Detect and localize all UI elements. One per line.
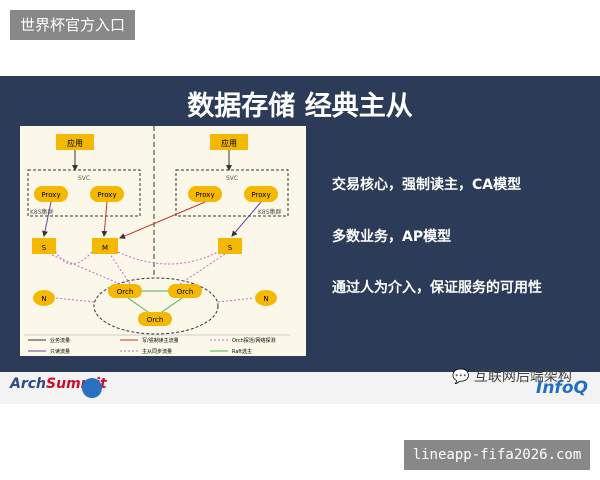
legend-item: 只读流量: [50, 348, 70, 355]
orch-cluster: [93, 277, 219, 335]
node-n-label: N: [41, 295, 46, 303]
top-badge[interactable]: 世界杯官方入口: [10, 10, 136, 40]
k8s-label-right: K8S集群: [258, 208, 282, 216]
proxy-label: Proxy: [195, 191, 214, 199]
proxy-right-1: [188, 186, 222, 202]
point-3: 通过人为介入，保证服务的可用性: [332, 280, 542, 296]
master-db: [92, 238, 118, 254]
app-box-right: [210, 134, 248, 150]
k8s-cluster-right: [175, 169, 289, 217]
architecture-diagram: 应用 SVC Proxy Proxy K8S集群 应用 SVC Proxy Pr…: [20, 126, 306, 356]
proxy-right-2: [244, 186, 278, 202]
slave-db-right: [218, 238, 242, 254]
proxy-label: Proxy: [251, 191, 270, 199]
partner-logo-icon: [82, 378, 102, 398]
architecture-svg: 应用 SVC Proxy Proxy K8S集群 应用 SVC Proxy Pr…: [24, 126, 290, 355]
slave-db-left: [32, 238, 56, 254]
bottom-badge[interactable]: lineapp-fifa2026.com: [404, 440, 590, 470]
slide-title: 数据存储 经典主从: [187, 91, 413, 122]
node-n-label: N: [263, 295, 268, 303]
svc-label-right: SVC: [226, 175, 238, 182]
wechat-icon: 💬: [452, 369, 470, 385]
k8s-cluster-left: [27, 169, 141, 217]
legend-item: Orch探活/网络探测: [232, 337, 276, 344]
proxy-left-1: [34, 186, 68, 202]
app-box-left: [56, 134, 94, 150]
proxy-label: Proxy: [97, 191, 116, 199]
legend-item: Raft选主: [232, 348, 252, 355]
master-label: M: [102, 244, 108, 252]
infoq-logo: InfoQ: [536, 378, 588, 398]
legend-item: 主从同步流量: [142, 348, 172, 355]
orch-node-1: [108, 284, 142, 298]
orch-node-2: [168, 284, 202, 298]
app-label-right: 应用: [221, 138, 237, 148]
app-label-left: 应用: [67, 138, 83, 148]
wechat-label: 互联网后端架构: [473, 369, 572, 385]
point-2: 多数业务，AP模型: [332, 229, 452, 245]
logo-part1: Arch: [10, 376, 47, 392]
point-1: 交易核心，强制读主，CA模型: [332, 177, 522, 193]
orch-node-3: [138, 312, 172, 326]
node-n-right: [255, 290, 277, 306]
orch-label: Orch: [147, 316, 164, 324]
orch-label: Orch: [177, 288, 194, 296]
svc-label-left: SVC: [78, 175, 90, 182]
proxy-left-2: [90, 186, 124, 202]
wechat-watermark: 💬 互联网后端架构: [452, 366, 572, 386]
proxy-label: Proxy: [41, 191, 60, 199]
node-n-left: [33, 290, 55, 306]
legend-item: 业务流量: [50, 337, 70, 344]
orch-label: Orch: [117, 288, 134, 296]
k8s-label-left: K8S集群: [30, 208, 54, 216]
legend-item: 写/强制读主流量: [142, 337, 179, 344]
slave-label: S: [42, 244, 47, 252]
slave-label: S: [228, 244, 233, 252]
